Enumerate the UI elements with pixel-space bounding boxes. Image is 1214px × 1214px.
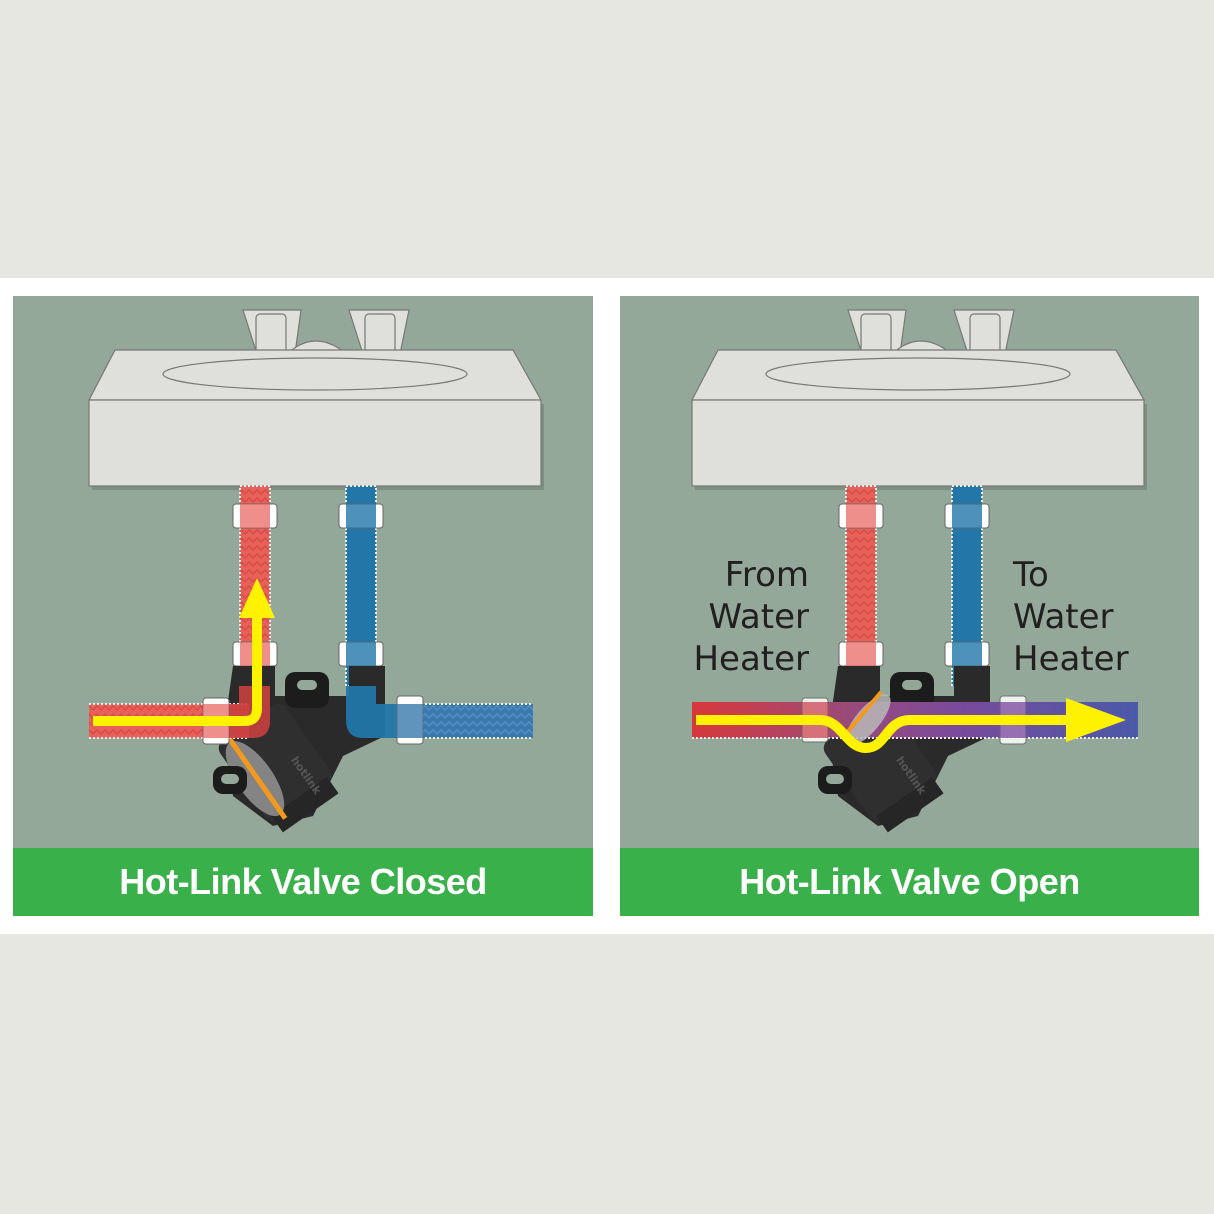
caption-valve-open: Hot-Link Valve Open — [620, 848, 1199, 916]
flow-arrow-icon — [93, 578, 275, 726]
label-from-water-heater: From Water Heater — [693, 555, 809, 679]
sink-basin — [88, 349, 544, 490]
flow-arrow-icon — [696, 698, 1126, 754]
label-to-water-heater: To Water Heater — [1013, 555, 1129, 679]
panel-valve-closed: hotlink Hot-Link Valve Closed — [13, 296, 593, 916]
sink-diagram-closed: hotlink — [88, 309, 544, 833]
hot-link-valve-body: hotlink — [818, 666, 990, 833]
sink-basin — [691, 349, 1147, 490]
sink-diagram-open: hotlink — [691, 309, 1147, 833]
caption-valve-closed: Hot-Link Valve Closed — [13, 848, 593, 916]
panel-valve-open: hotlink From Water Heater To Water Heate… — [620, 296, 1199, 916]
